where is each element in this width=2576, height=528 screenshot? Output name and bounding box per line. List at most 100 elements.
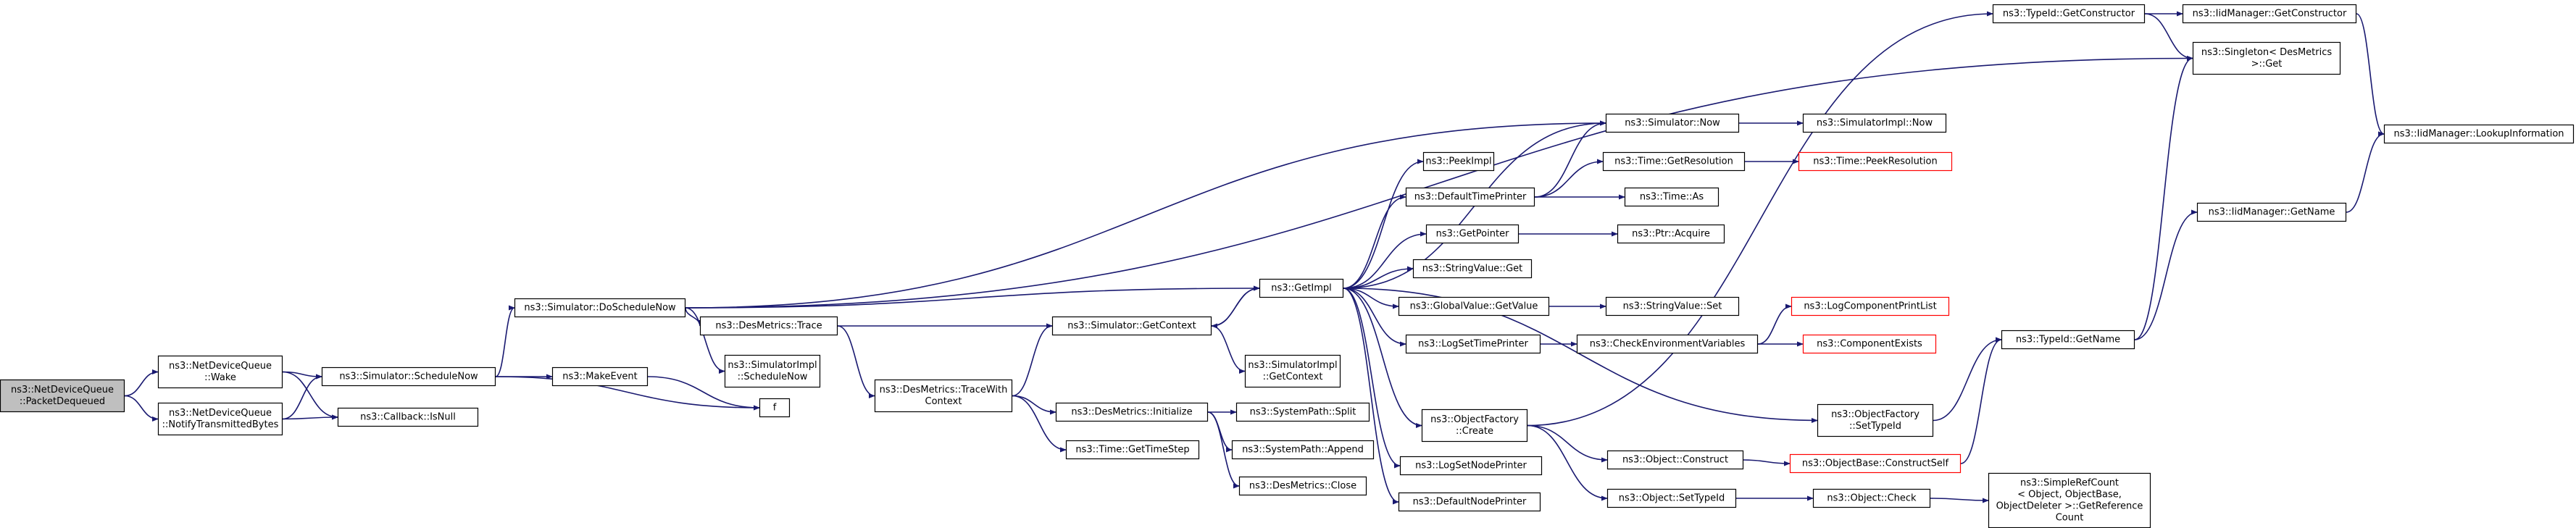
node-get-time-step[interactable]: ns3::Time::GetTimeStep — [1065, 440, 1200, 460]
node-notify[interactable]: ns3::NetDeviceQueue::NotifyTransmittedBy… — [157, 402, 283, 436]
node-box — [1425, 224, 1520, 244]
node-get-pointer[interactable]: ns3::GetPointer — [1425, 224, 1520, 244]
node-box — [1812, 488, 1931, 508]
node-box — [1065, 440, 1200, 460]
node-box — [1259, 278, 1344, 298]
node-label: ns3::Object::Construct — [1622, 455, 1728, 466]
node-log-set-time-printer[interactable]: ns3::LogSetTimePrinter — [1405, 334, 1541, 354]
node-label: ::PacketDequeued — [20, 396, 105, 407]
node-box — [1791, 296, 1950, 317]
node-time-as[interactable]: ns3::Time::As — [1624, 187, 1720, 207]
node-singleton-get[interactable]: ns3::Singleton< DesMetrics >::Get — [2192, 41, 2341, 75]
node-simulator-now[interactable]: ns3::Simulator::Now — [1605, 113, 1740, 133]
node-label: ns3::IidManager::GetConstructor — [2193, 9, 2347, 20]
call-edge-doScheduleNow-to-simulatorNow — [685, 120, 1606, 309]
node-make-event[interactable]: ns3::MakeEvent — [551, 366, 649, 387]
node-peek-resolution[interactable]: ns3::Time::PeekResolution — [1798, 151, 1953, 172]
node-global-value-get-value[interactable]: ns3::GlobalValue::GetValue — [1398, 296, 1550, 317]
node-is-null[interactable]: ns3::Callback::IsNull — [337, 407, 479, 427]
node-box — [1398, 492, 1541, 512]
node-initialize[interactable]: ns3::DesMetrics::Initialize — [1055, 402, 1209, 422]
node-simple-ref-count[interactable]: ns3::SimpleRefCount< Object, ObjectBase,… — [1988, 472, 2151, 528]
node-label: f — [773, 403, 777, 414]
node-label: ns3::SimulatorImpl — [728, 360, 817, 371]
node-box — [1405, 334, 1541, 354]
node-label: ns3::ObjectFactory — [1430, 414, 1519, 425]
node-box — [514, 298, 686, 318]
node-type-id-get-constructor[interactable]: ns3::TypeId::GetConstructor — [1992, 4, 2146, 24]
node-label: ns3::ComponentExists — [1817, 339, 1922, 350]
node-box — [1231, 440, 1375, 460]
node-get-resolution[interactable]: ns3::Time::GetResolution — [1602, 151, 1746, 172]
node-object-construct[interactable]: ns3::Object::Construct — [1606, 450, 1744, 470]
node-label: ns3::DesMetrics::Initialize — [1071, 407, 1192, 418]
node-default-node-printer[interactable]: ns3::DefaultNodePrinter — [1398, 492, 1541, 512]
node-schedule-now[interactable]: ns3::Simulator::ScheduleNow — [321, 366, 496, 387]
node-do-schedule-now[interactable]: ns3::Simulator::DoScheduleNow — [514, 298, 686, 318]
call-edge-checkEnv-to-logComponentPrintList — [1757, 303, 1792, 345]
node-object-set-type-id[interactable]: ns3::Object::SetTypeId — [1606, 488, 1737, 508]
node-label: ns3::TypeId::GetName — [2016, 335, 2120, 345]
node-check-env[interactable]: ns3::CheckEnvironmentVariables — [1576, 334, 1759, 354]
call-edge-initialize-to-close — [1207, 411, 1240, 489]
node-box — [1244, 354, 1341, 388]
node-iid-get-constructor[interactable]: ns3::IidManager::GetConstructor — [2182, 4, 2357, 24]
node-wake[interactable]: ns3::NetDeviceQueue::Wake — [157, 355, 283, 389]
call-edge-objectFactoryCreate-to-typeIdGetConstructor — [1527, 11, 1993, 427]
node-box — [1398, 296, 1550, 317]
node-label: ns3::Time::As — [1640, 192, 1704, 203]
node-f[interactable]: f — [759, 398, 791, 418]
node-box — [2383, 124, 2575, 144]
call-edge-getContext-to-implGetContext — [1211, 325, 1246, 374]
call-edge-getImpl-to-defaultTimePrinter — [1343, 194, 1406, 289]
node-label: ns3::Simulator::ScheduleNow — [339, 372, 478, 382]
node-label: ns3::PeekImpl — [1425, 156, 1491, 167]
call-edge-wake-to-isNull — [282, 371, 338, 420]
node-iid-get-name[interactable]: ns3::IidManager::GetName — [2196, 202, 2347, 222]
node-iid-lookup[interactable]: ns3::IidManager::LookupInformation — [2383, 124, 2575, 144]
call-edge-typeIdGetName-to-iidGetName — [2134, 209, 2198, 340]
node-impl-get-context[interactable]: ns3::SimulatorImpl::GetContext — [1244, 354, 1341, 388]
node-trace[interactable]: ns3::DesMetrics::Trace — [699, 316, 838, 336]
node-label: ns3::NetDeviceQueue — [11, 385, 114, 395]
call-edge-objectFactoryCreate-to-objectConstruct — [1527, 424, 1608, 463]
node-default-time-printer[interactable]: ns3::DefaultTimePrinter — [1405, 187, 1535, 207]
node-object-check[interactable]: ns3::Object::Check — [1812, 488, 1931, 508]
node-impl-now[interactable]: ns3::SimulatorImpl::Now — [1802, 113, 1947, 133]
node-string-value-get[interactable]: ns3::StringValue::Get — [1412, 259, 1533, 279]
node-box — [1412, 259, 1533, 279]
node-append[interactable]: ns3::SystemPath::Append — [1231, 440, 1375, 460]
node-label: Context — [925, 396, 962, 407]
node-log-set-node-printer[interactable]: ns3::LogSetNodePrinter — [1399, 456, 1543, 476]
call-edge-getImpl-to-objectFactoryCreate — [1343, 288, 1422, 429]
node-split[interactable]: ns3::SystemPath::Split — [1235, 402, 1370, 422]
call-edge-makeEvent-to-f — [647, 376, 760, 411]
node-label: ns3::DefaultNodePrinter — [1413, 497, 1527, 508]
node-label: ns3::SystemPath::Split — [1250, 407, 1356, 418]
call-edge-getImpl-to-getPointer — [1343, 231, 1427, 289]
node-root[interactable]: ns3::NetDeviceQueue::PacketDequeued — [0, 379, 125, 413]
call-edge-getImpl-to-getContext — [1211, 288, 1260, 329]
node-string-value-set[interactable]: ns3::StringValue::Set — [1605, 296, 1740, 317]
node-box — [1789, 453, 1962, 474]
node-get-impl[interactable]: ns3::GetImpl — [1259, 278, 1344, 298]
node-construct-self[interactable]: ns3::ObjectBase::ConstructSelf — [1789, 453, 1962, 474]
node-close[interactable]: ns3::DesMetrics::Close — [1238, 476, 1367, 496]
node-box — [724, 354, 821, 388]
node-factory-set-type-id[interactable]: ns3::ObjectFactory::SetTypeId — [1817, 403, 1934, 437]
node-peek-impl[interactable]: ns3::PeekImpl — [1422, 151, 1495, 172]
call-edge-constructSelf-to-typeIdGetName — [1960, 337, 2002, 464]
node-type-id-get-name[interactable]: ns3::TypeId::GetName — [2001, 330, 2135, 350]
node-component-exists[interactable]: ns3::ComponentExists — [1802, 334, 1937, 354]
node-ptr-acquire[interactable]: ns3::Ptr::Acquire — [1617, 224, 1725, 244]
call-edge-root-to-notify — [124, 395, 159, 422]
node-layer: ns3::NetDeviceQueue::PacketDequeuedns3::… — [0, 4, 2575, 528]
node-log-component-print-list[interactable]: ns3::LogComponentPrintList — [1791, 296, 1950, 317]
node-box — [157, 355, 283, 389]
node-label: ns3::IidManager::LookupInformation — [2393, 129, 2564, 140]
node-object-factory-create[interactable]: ns3::ObjectFactory::Create — [1421, 408, 1528, 443]
node-label: ns3::LogSetTimePrinter — [1418, 339, 1528, 350]
node-impl-schedule-now[interactable]: ns3::SimulatorImpl::ScheduleNow — [724, 354, 821, 388]
node-get-context[interactable]: ns3::Simulator::GetContext — [1051, 316, 1212, 336]
